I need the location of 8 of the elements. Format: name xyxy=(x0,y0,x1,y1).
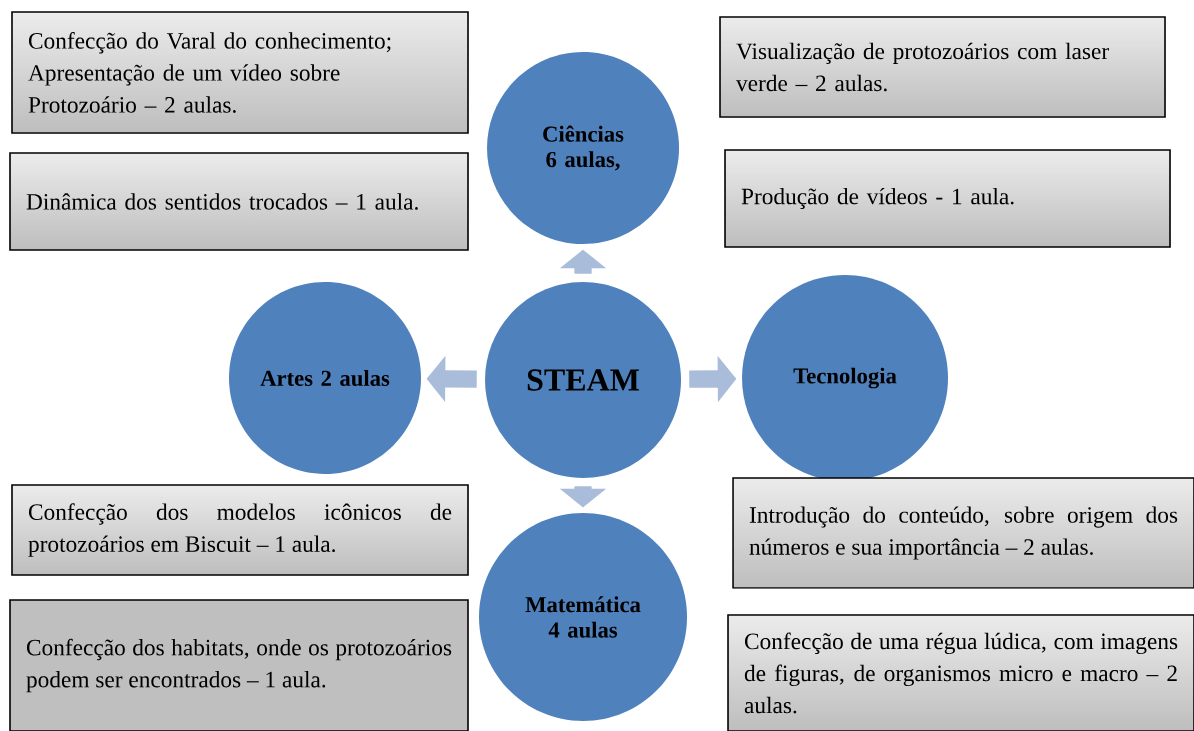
activity-box: Confecção do Varal do conhecimento; Apresentação de um vídeo sobre Protozoário – 2 aulas. xyxy=(11,11,469,134)
activity-box: Introdução do conteúdo, sobre origem dos números e sua importância – 2 aulas. xyxy=(732,477,1194,589)
activity-box: Dinâmica dos sentidos trocados – 1 aula. xyxy=(9,152,469,251)
activity-box: Confecção de uma régua lúdica, com imagens de figuras, de organismos micro e macro – 2 aulas. xyxy=(727,614,1194,731)
activity-box: Visualização de protozoários com laser verde – 2 aulas. xyxy=(719,16,1166,118)
activity-box: Confecção dos habitats, onde os protozoários podem ser encontrados – 1 aula. xyxy=(9,599,469,731)
activity-box: Confecção dos modelos icônicos de protozoários em Biscuit – 1 aula. xyxy=(11,484,469,576)
activity-box: Produção de vídeos - 1 aula. xyxy=(724,149,1171,248)
